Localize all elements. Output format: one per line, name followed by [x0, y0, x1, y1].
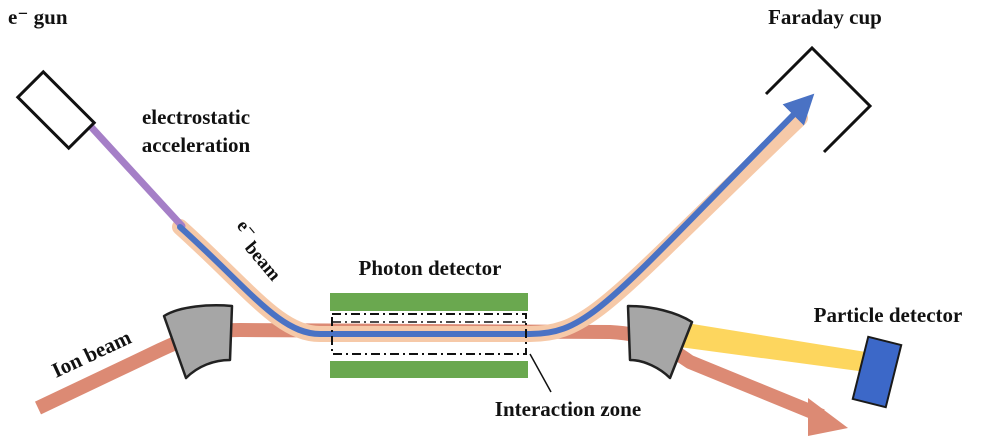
faraday-cup [764, 45, 873, 154]
right-bending-magnet [626, 304, 694, 380]
e-gun-label: e⁻ gun [8, 5, 68, 29]
electrostatic-label-line2: acceleration [142, 133, 251, 157]
interaction-zone-pointer [529, 353, 552, 393]
electron-gun [15, 69, 97, 151]
acceleration-beam [78, 113, 186, 230]
electron-beam-path [177, 93, 815, 337]
particle-detector-label: Particle detector [814, 303, 963, 327]
electrostatic-label-line1: electrostatic [142, 105, 250, 129]
interaction-zone-box [331, 313, 527, 355]
photon-detector-label: Photon detector [359, 256, 502, 280]
interaction-zone-label: Interaction zone [495, 397, 641, 421]
left-bending-magnet [162, 304, 234, 380]
particle-detector [851, 335, 903, 409]
photon-detector-top-plate [330, 293, 528, 311]
ion-beam-arrowhead [808, 398, 848, 436]
particle-signal-wedge [668, 320, 866, 372]
faraday-cup-label: Faraday cup [768, 5, 882, 29]
e-beam-word-label: beam [240, 238, 285, 286]
photon-detector-bottom-plate [330, 361, 528, 378]
